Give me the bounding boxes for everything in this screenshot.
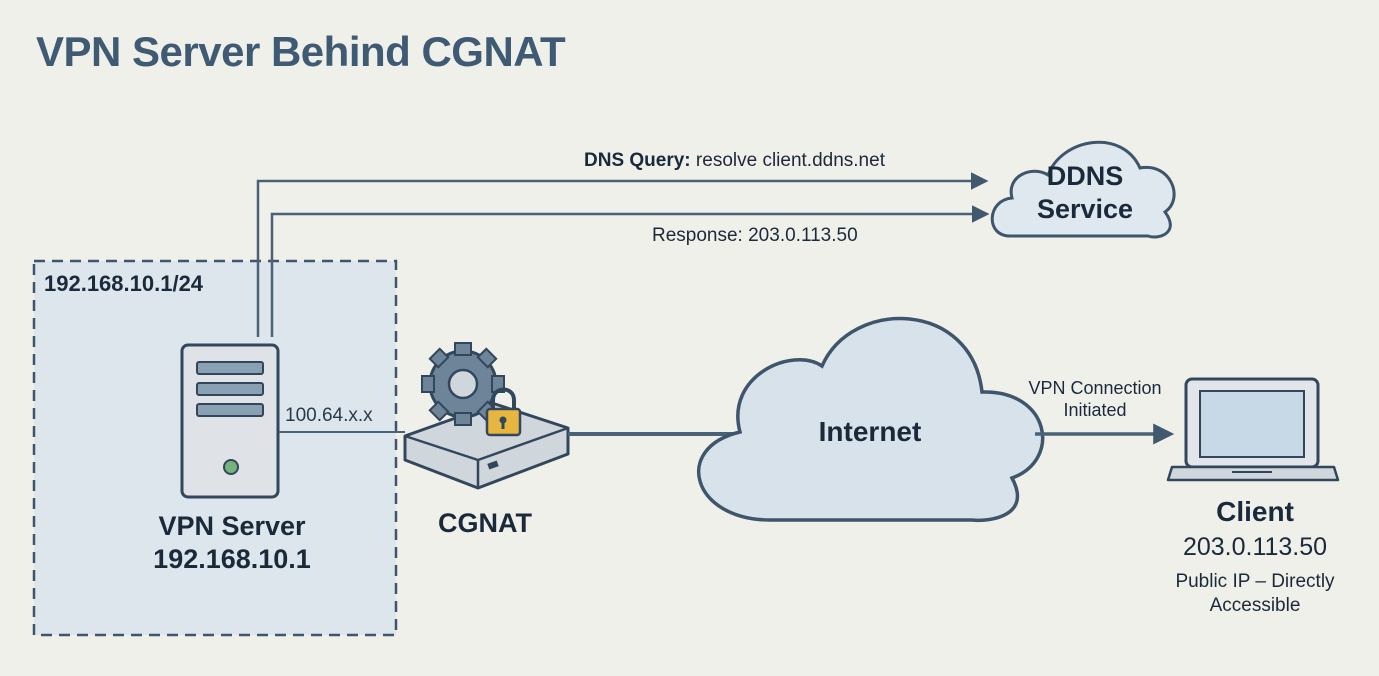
lock-icon [485, 387, 522, 437]
server-wan-ip: 100.64.x.x [285, 405, 373, 426]
dns-query-prefix: DNS Query: [584, 150, 691, 171]
vpn-connection-line1: VPN Connection [1028, 378, 1162, 398]
internet-cloud-icon [696, 316, 1045, 523]
page-title: VPN Server Behind CGNAT [36, 28, 566, 75]
dns-query-arrow [256, 172, 989, 337]
vpn-connection-label: VPN Connection Initiated [1005, 377, 1185, 421]
vpn-connection-line2: Initiated [1063, 400, 1127, 420]
laptop-icon [1166, 377, 1340, 482]
internet-label: Internet [818, 416, 922, 447]
gear-icon [421, 342, 505, 426]
client-note-line1: Public IP – Directly [1175, 571, 1335, 592]
vpn-server-label: VPN Server 192.168.10.1 [110, 510, 354, 576]
server-tower-icon [180, 343, 280, 499]
client-ip: 203.0.113.50 [1182, 533, 1328, 561]
ddns-service-label: DDNS Service [1000, 160, 1170, 226]
ddns-label-line2: Service [1036, 194, 1134, 224]
dns-response-arrow [270, 205, 990, 337]
vpn-server-name: VPN Server [158, 511, 306, 541]
vpn-server-ip: 192.168.10.1 [153, 544, 311, 574]
cgnat-label: CGNAT [438, 508, 532, 538]
dns-query-label: DNS Query: resolve client.ddns.net [584, 150, 885, 172]
dns-response-label: Response: 203.0.113.50 [652, 225, 858, 246]
dns-query-text: resolve client.ddns.net [690, 150, 885, 171]
subnet-label: 192.168.10.1/24 [44, 271, 204, 296]
client-name: Client [1216, 496, 1294, 527]
ddns-cloud-icon [990, 140, 1176, 239]
client-note-line2: Accessible [1209, 595, 1301, 616]
ddns-label-line1: DDNS [1046, 161, 1124, 191]
client-note: Public IP – Directly Accessible [1140, 570, 1370, 618]
